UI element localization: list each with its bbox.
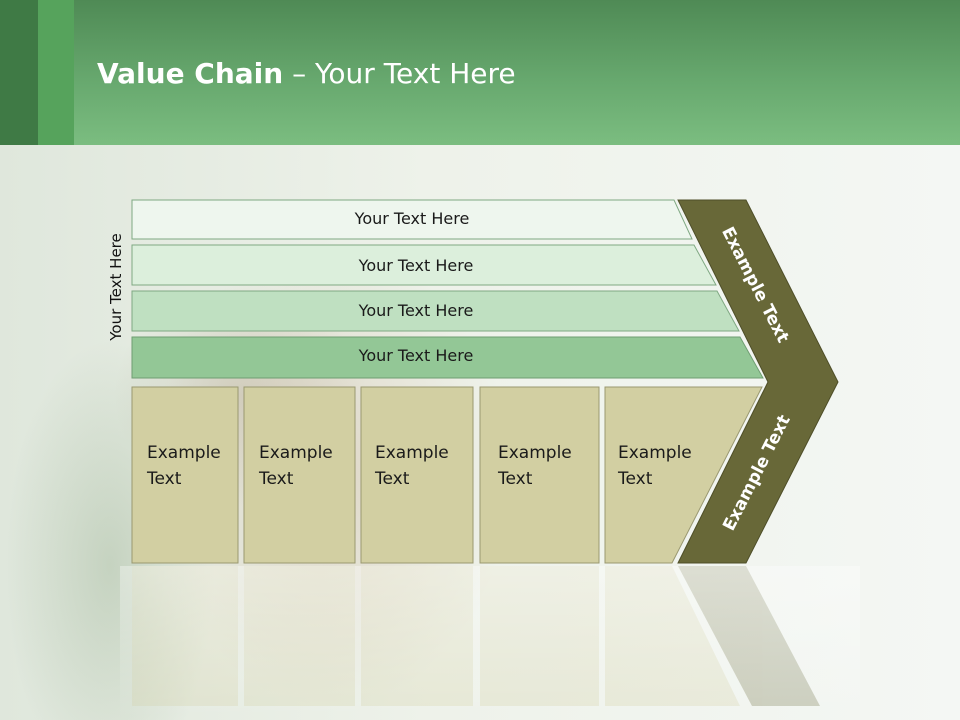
chevron-arrow [677, 199, 839, 564]
box-1 [131, 386, 239, 564]
header-accent-strip [0, 0, 38, 145]
box-2 [243, 386, 356, 564]
box-3 [360, 386, 474, 564]
title-bold: Value Chain [97, 57, 284, 90]
bar-4 [131, 336, 764, 379]
bar-1-label: Your Text Here [354, 209, 470, 228]
bar-2 [131, 244, 717, 286]
box-4 [479, 386, 600, 564]
bar-2-label: Your Text Here [358, 256, 474, 275]
title-rest: – Your Text Here [283, 57, 516, 90]
side-label: Your Text Here [107, 233, 125, 341]
bar-4-label: Your Text Here [358, 346, 474, 365]
bar-1 [131, 199, 693, 240]
slide-header [0, 0, 960, 145]
slide-title: Value Chain – Your Text Here [97, 54, 516, 94]
box-5 [604, 386, 763, 564]
bar-3 [131, 290, 740, 332]
bar-3-label: Your Text Here [358, 301, 474, 320]
header-accent-strip-light [38, 0, 74, 145]
